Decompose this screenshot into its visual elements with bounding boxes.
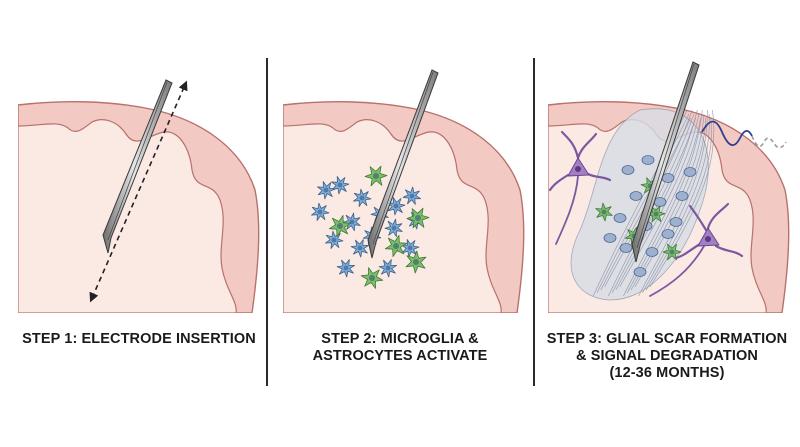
caption-line: STEP 2: MICROGLIA & xyxy=(321,331,479,347)
microglia-cell xyxy=(401,239,420,258)
neuron-cell xyxy=(548,130,612,245)
panel-step-3 xyxy=(548,61,790,313)
astrocyte-cell xyxy=(328,215,352,237)
microglia-cell xyxy=(384,218,403,238)
caption-line: (12-36 MONTHS) xyxy=(609,365,725,381)
neurons xyxy=(548,130,744,297)
reactive-cell xyxy=(669,217,683,227)
panel-step-2 xyxy=(283,69,525,313)
caption-step-1: STEP 1: ELECTRODE INSERTION xyxy=(14,331,264,348)
electrode xyxy=(631,61,700,263)
microglia-cell xyxy=(378,259,397,278)
panel-divider xyxy=(266,58,268,386)
microglia-cell xyxy=(350,239,369,258)
microglia-cell xyxy=(353,188,372,207)
electrode xyxy=(367,69,439,259)
caption-step-3: STEP 3: GLIAL SCAR FORMATION & SIGNAL DE… xyxy=(542,331,792,382)
microglia-cell xyxy=(336,259,355,278)
reactive-cell xyxy=(633,267,647,277)
astrocyte-cell xyxy=(595,202,613,222)
microglia-cell xyxy=(387,197,406,216)
microglia-cell xyxy=(317,181,336,200)
scar-fiber xyxy=(649,109,715,288)
reactive-cell xyxy=(641,155,655,165)
caption-line: STEP 1: ELECTRODE INSERTION xyxy=(22,331,256,347)
reactive-cell xyxy=(629,191,643,201)
scar-fiber xyxy=(615,109,698,291)
caption-step-2: STEP 2: MICROGLIA & ASTROCYTES ACTIVATE xyxy=(275,331,525,365)
astrocyte-cell xyxy=(662,243,682,261)
signal-wave-strong xyxy=(701,120,753,146)
scar-fiber xyxy=(596,113,690,294)
reactive-cell xyxy=(613,213,627,223)
microglia-cell xyxy=(402,186,421,205)
activated-glia-cluster xyxy=(311,165,430,289)
microglia-cell xyxy=(325,230,344,249)
reactive-cell xyxy=(603,233,617,243)
scar-fiber xyxy=(619,113,700,288)
scar-fiber xyxy=(645,117,712,291)
reactive-cell xyxy=(621,165,635,175)
astrocyte-cell xyxy=(360,267,384,289)
insertion-path-arrow xyxy=(89,80,188,303)
signal-trace xyxy=(701,120,787,149)
scar-fiber xyxy=(642,113,710,294)
neuron-cell xyxy=(649,202,744,297)
brain-section xyxy=(18,101,260,313)
caption-line: STEP 3: GLIAL SCAR FORMATION xyxy=(546,331,788,347)
astrocyte-cell xyxy=(406,207,430,229)
brain-section xyxy=(283,101,525,313)
astrocyte-cell xyxy=(364,165,388,187)
reactive-cell xyxy=(661,173,675,183)
reactive-cell xyxy=(675,191,689,201)
signal-wave-degraded xyxy=(751,135,787,149)
microglia-cell xyxy=(331,176,350,195)
caption-line: ASTROCYTES ACTIVATE xyxy=(312,348,488,364)
microglia-cell xyxy=(311,202,330,221)
caption-line: & SIGNAL DEGRADATION xyxy=(576,348,758,364)
panel-step-1 xyxy=(18,79,260,313)
reactive-cell xyxy=(645,247,659,257)
panel-divider xyxy=(533,58,535,386)
astrocyte-cell xyxy=(405,250,427,274)
reactive-cell xyxy=(683,167,697,177)
white-matter xyxy=(283,119,502,313)
reactive-cell xyxy=(661,229,675,239)
reactive-cell xyxy=(619,243,633,253)
astrocyte-cell xyxy=(384,235,408,257)
